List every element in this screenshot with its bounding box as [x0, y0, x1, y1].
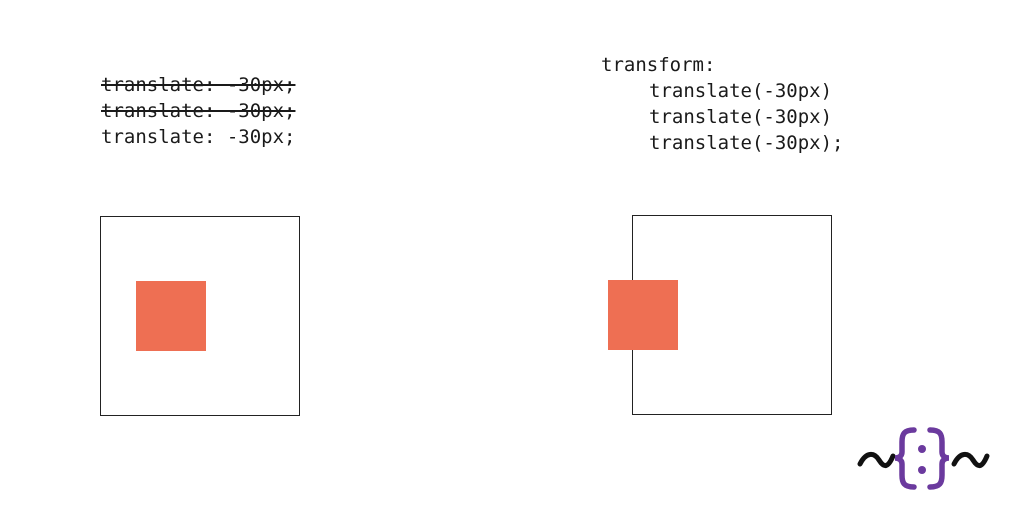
- tilde-braces-logo-icon: [857, 427, 990, 490]
- left-translated-square: [136, 281, 206, 351]
- code-line-struck: translate: -30px;: [101, 74, 296, 96]
- code-line-property: transform:: [601, 54, 716, 76]
- code-line-function: translate(-30px);: [649, 132, 844, 154]
- upper-dot-icon: [918, 445, 926, 453]
- code-line-function: translate(-30px): [649, 80, 833, 102]
- code-line-function: translate(-30px): [649, 106, 833, 128]
- left-tilde-icon: [857, 452, 896, 468]
- left-code-block: translate: -30px; translate: -30px; transl…: [101, 72, 295, 150]
- right-translated-square: [608, 280, 678, 350]
- left-container-box: [100, 216, 300, 416]
- code-line-struck: translate: -30px;: [101, 100, 296, 122]
- right-tilde-icon: [951, 452, 990, 468]
- lower-dot-icon: [918, 466, 926, 474]
- left-brace-icon: [894, 427, 917, 490]
- right-brace-icon: [927, 427, 950, 490]
- right-code-block: transform: translate(-30px) translate(-30p…: [601, 52, 843, 156]
- code-line-active: translate: -30px;: [101, 126, 296, 148]
